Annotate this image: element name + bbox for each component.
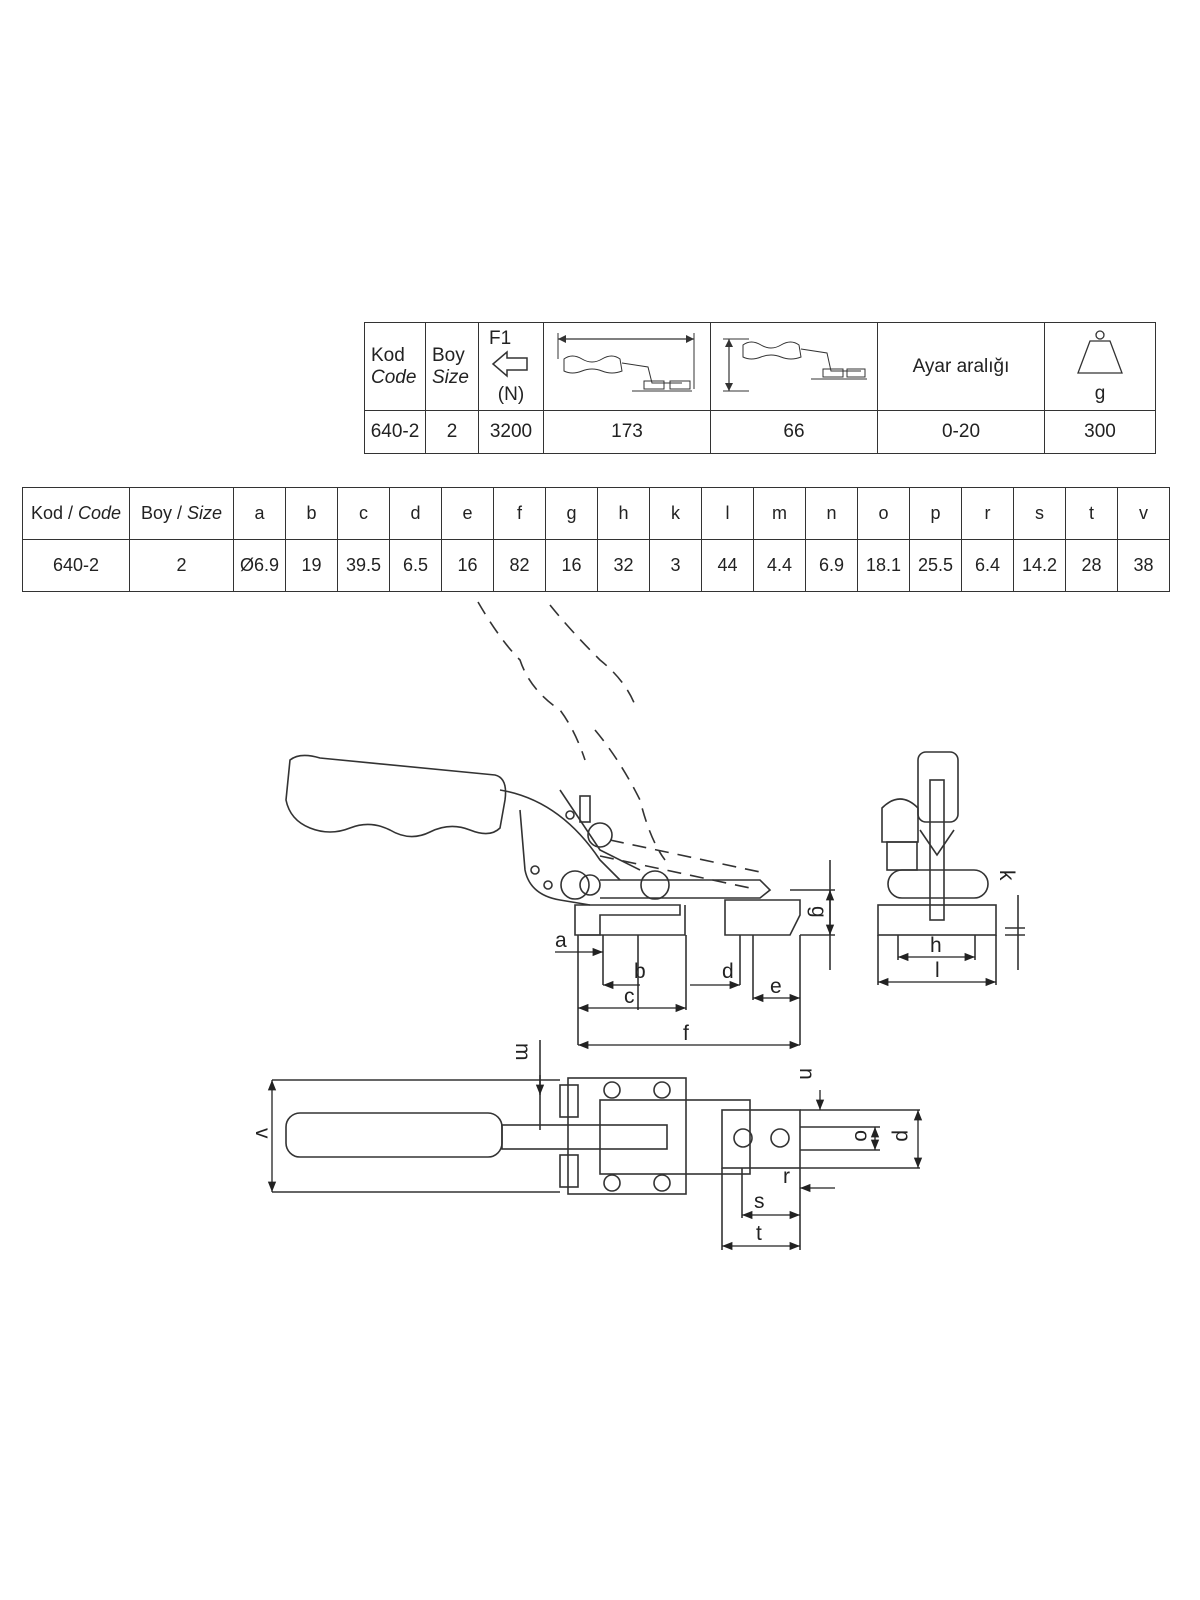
height-header — [710, 322, 878, 411]
size-value: 2 — [425, 410, 479, 454]
top-view — [272, 1040, 920, 1250]
size-header: Boy Size — [425, 322, 479, 411]
label-r: r — [783, 1165, 790, 1188]
height-value: 66 — [710, 410, 878, 454]
dim-header-n: n — [805, 487, 858, 540]
dim-value-v: 38 — [1117, 539, 1170, 592]
force-header: F1 (N) — [478, 322, 544, 411]
dim-header-l: l — [701, 487, 754, 540]
dim-value-a: Ø6.9 — [233, 539, 286, 592]
label-f: f — [683, 1022, 689, 1045]
clamp-length-icon — [557, 332, 695, 391]
dim-header-t: t — [1065, 487, 1118, 540]
dim-header-k: k — [649, 487, 702, 540]
label-g: g — [807, 906, 830, 918]
dim-header-s: s — [1013, 487, 1066, 540]
length-header — [543, 322, 711, 411]
dim-header-a: a — [233, 487, 286, 540]
label-k: k — [995, 870, 1018, 881]
dim-value-b: 19 — [285, 539, 338, 592]
clamp-technical-drawing: a b c d e f g h l k — [251, 601, 1025, 1251]
weight-header: g — [1044, 322, 1156, 411]
code-header: Kod Code — [364, 322, 426, 411]
dim-size-header: Boy / Size — [129, 487, 234, 540]
dim-value-m: 4.4 — [753, 539, 806, 592]
adjust-header: Ayar aralığı — [877, 322, 1045, 411]
label-b: b — [634, 960, 646, 983]
label-a: a — [555, 929, 567, 952]
dim-header-m: m — [753, 487, 806, 540]
dim-value-o: 18.1 — [857, 539, 910, 592]
label-h: h — [930, 934, 942, 957]
dim-value-p: 25.5 — [909, 539, 962, 592]
dim-value-d: 6.5 — [389, 539, 442, 592]
dim-header-e: e — [441, 487, 494, 540]
label-p: p — [891, 1130, 914, 1142]
weight-value: 300 — [1044, 410, 1156, 454]
dim-value-t: 28 — [1065, 539, 1118, 592]
dim-header-b: b — [285, 487, 338, 540]
label-n: n — [795, 1068, 818, 1080]
dim-header-r: r — [961, 487, 1014, 540]
dim-value-h: 32 — [597, 539, 650, 592]
dim-value-r: 6.4 — [961, 539, 1014, 592]
dim-header-h: h — [597, 487, 650, 540]
dim-header-c: c — [337, 487, 390, 540]
dim-value-g: 16 — [545, 539, 598, 592]
dim-header-f: f — [493, 487, 546, 540]
front-view — [877, 751, 1025, 985]
length-value: 173 — [543, 410, 711, 454]
dim-value-l: 44 — [701, 539, 754, 592]
dim-size-value: 2 — [129, 539, 234, 592]
dim-value-s: 14.2 — [1013, 539, 1066, 592]
clamp-height-icon — [723, 338, 867, 391]
label-d: d — [722, 960, 734, 983]
dim-value-e: 16 — [441, 539, 494, 592]
dim-header-v: v — [1117, 487, 1170, 540]
dim-code-header: Kod / Code — [22, 487, 130, 540]
dim-value-c: 39.5 — [337, 539, 390, 592]
weight-icon — [1077, 329, 1123, 374]
spec-table: Kod Code Boy Size F1 (N) — [364, 322, 1156, 454]
label-e: e — [770, 975, 782, 998]
handle-grip — [285, 754, 507, 838]
label-v: v — [251, 1128, 274, 1139]
adjust-value: 0-20 — [877, 410, 1045, 454]
dim-header-o: o — [857, 487, 910, 540]
dim-value-f: 82 — [493, 539, 546, 592]
dim-header-g: g — [545, 487, 598, 540]
dim-value-n: 6.9 — [805, 539, 858, 592]
force-value: 3200 — [478, 410, 544, 454]
label-o: o — [850, 1130, 873, 1142]
dim-code-value: 640-2 — [22, 539, 130, 592]
label-t: t — [756, 1222, 762, 1245]
label-c: c — [624, 985, 635, 1008]
dim-value-k: 3 — [649, 539, 702, 592]
code-value: 640-2 — [364, 410, 426, 454]
dim-header-p: p — [909, 487, 962, 540]
force-arrow-icon — [491, 349, 528, 378]
dim-header-d: d — [389, 487, 442, 540]
label-s: s — [754, 1190, 765, 1213]
open-position-outline — [477, 601, 761, 889]
label-m: m — [511, 1043, 534, 1061]
label-l: l — [935, 959, 940, 982]
